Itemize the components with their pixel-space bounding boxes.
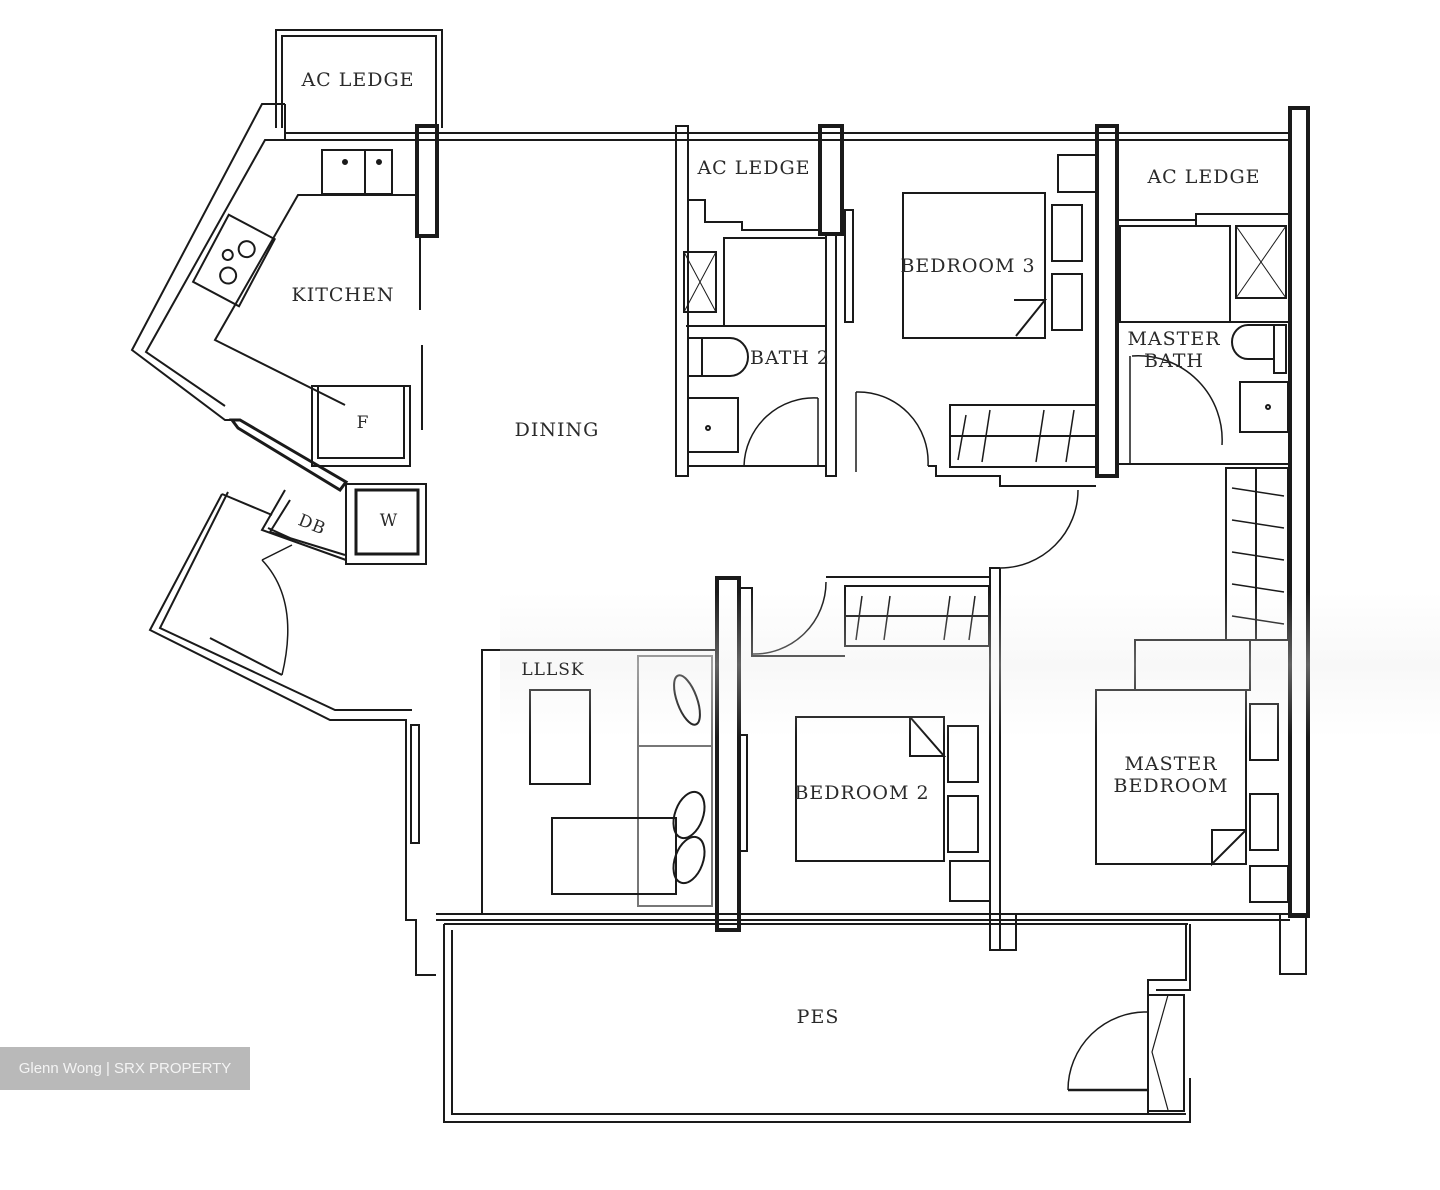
label-fridge: F <box>356 413 370 433</box>
pes-outline <box>443 923 1191 1123</box>
label-master-bath: MASTER BATH <box>1127 328 1221 372</box>
master-shower-icon <box>1235 225 1287 299</box>
bedroom-3-furniture <box>902 154 1097 468</box>
label-ac-ledge-middle: AC LEDGE <box>697 157 811 179</box>
label-pes: PES <box>796 1006 840 1028</box>
label-ac-ledge-top-left: AC LEDGE <box>301 69 415 91</box>
living-furniture <box>481 649 718 915</box>
bath-2-walls <box>675 124 844 477</box>
top-exterior-wall <box>285 132 1290 141</box>
entrance-door-swing <box>261 559 289 676</box>
master-bath-walls <box>1117 213 1290 465</box>
lower-wall <box>436 913 1307 975</box>
bedroom-3-door-swing <box>855 391 929 467</box>
corridor-door-swing <box>999 489 1079 569</box>
db-cabinet <box>260 489 347 561</box>
basin-icon <box>687 397 739 453</box>
window <box>410 724 420 844</box>
exterior-column-right <box>1288 106 1310 918</box>
wardrobe-bedroom-2 <box>844 585 990 647</box>
label-master-bedroom: MASTER BEDROOM <box>1113 753 1229 797</box>
label-washer: W <box>379 511 399 531</box>
label-living: LLLSK <box>521 660 585 680</box>
shower-icon <box>683 251 717 313</box>
bath-2-door-swing <box>743 397 819 467</box>
label-kitchen: KITCHEN <box>291 284 395 306</box>
column <box>715 576 741 932</box>
bedroom-2-door-swing <box>751 581 827 655</box>
label-dining: DINING <box>514 419 600 441</box>
wardrobe-right <box>1225 467 1289 641</box>
pes-door-swing <box>1067 1011 1149 1091</box>
label-bedroom-2: BEDROOM 2 <box>794 782 930 804</box>
washer-icon <box>345 483 427 565</box>
column <box>1095 124 1119 478</box>
watermark: Glenn Wong | SRX PROPERTY <box>0 1047 250 1090</box>
column <box>415 124 439 238</box>
master-bedroom-furniture <box>1095 639 1289 903</box>
kitchen-walls <box>130 103 415 492</box>
kitchen-hob-icon <box>191 213 277 308</box>
ac-ledge-top-left-outline <box>275 29 443 128</box>
kitchen-sink-icon <box>321 149 393 195</box>
master-basin-icon <box>1239 381 1289 433</box>
toilet-icon <box>687 337 749 377</box>
bedroom-2-furniture <box>795 716 991 902</box>
label-bedroom-3: BEDROOM 3 <box>900 255 1036 277</box>
label-bath-2: BATH 2 <box>749 347 831 369</box>
fridge-icon <box>311 385 411 467</box>
master-bath-door-swing <box>1131 355 1223 446</box>
entrance-walls <box>148 491 436 976</box>
master-toilet-icon <box>1231 324 1287 374</box>
label-ac-ledge-right: AC LEDGE <box>1147 166 1261 188</box>
